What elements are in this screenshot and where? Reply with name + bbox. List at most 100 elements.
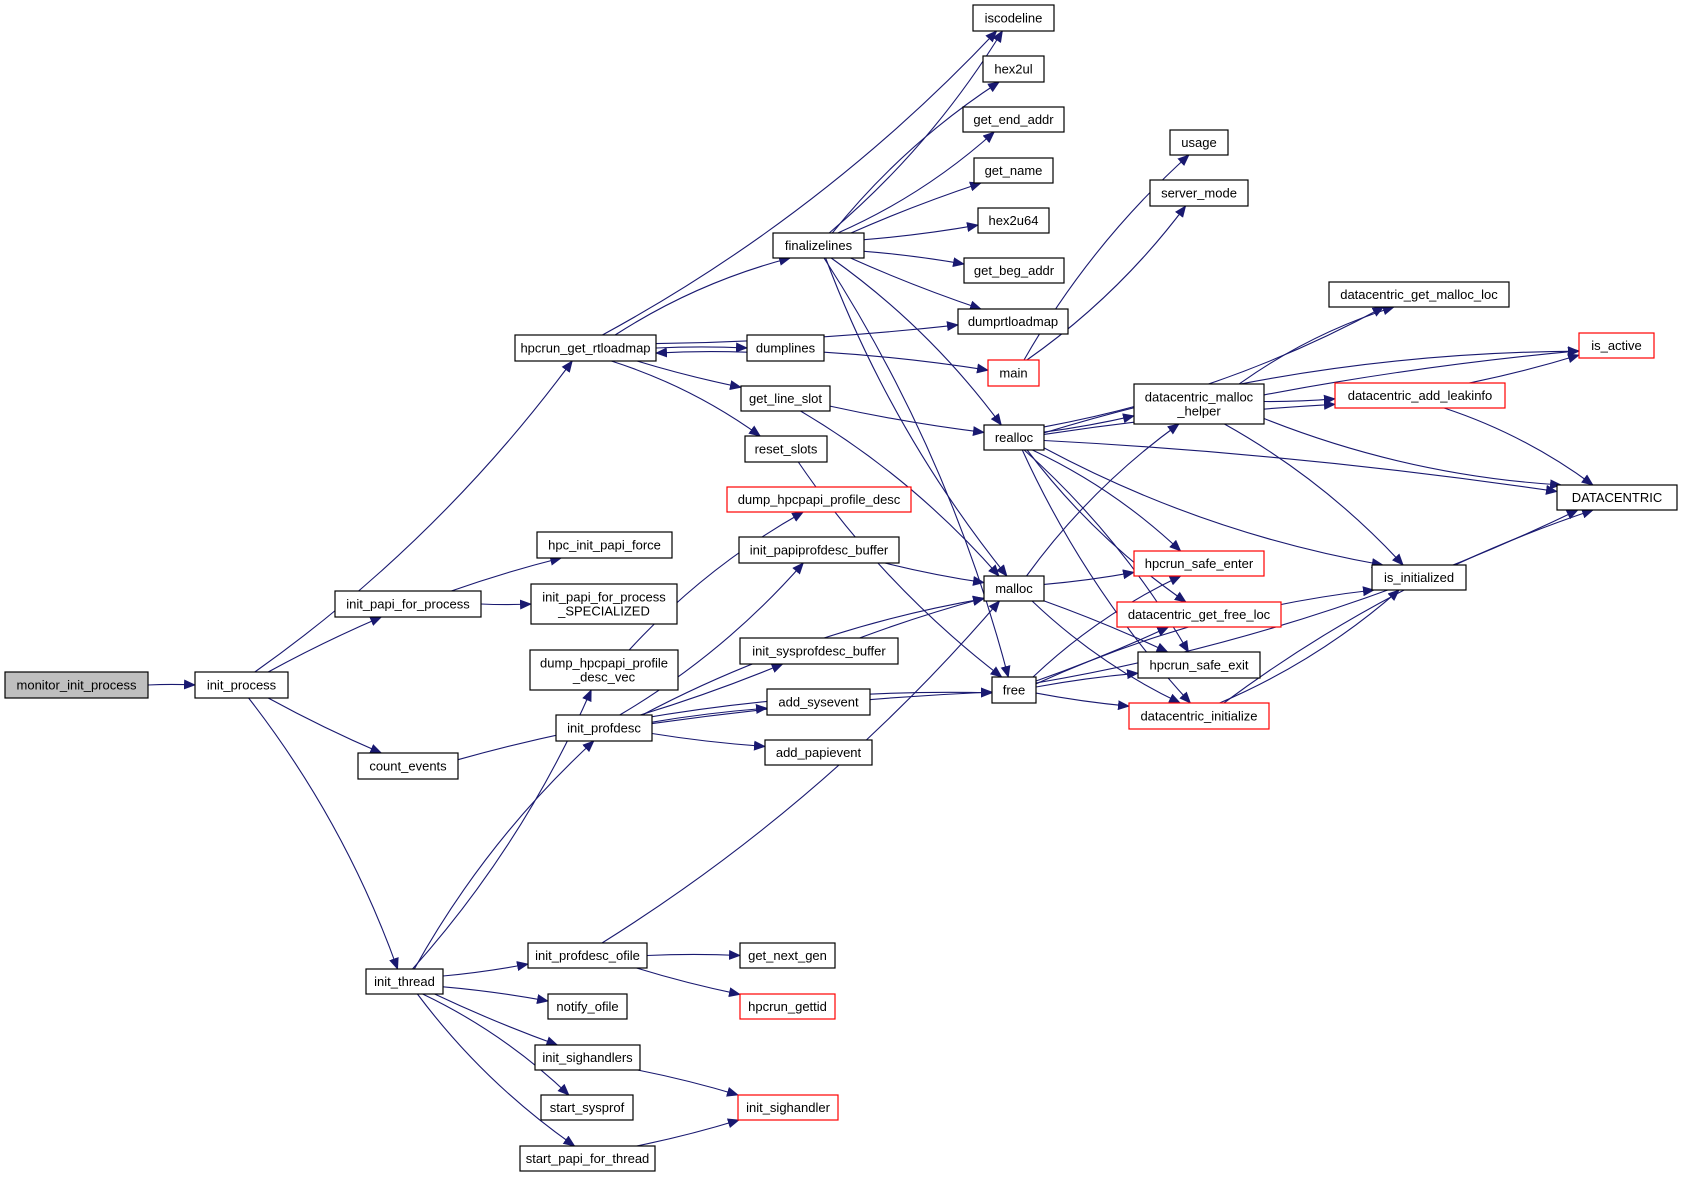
- node-server_mode[interactable]: server_mode: [1149, 179, 1249, 207]
- edge-finalizelines-to-hex2u64: [863, 222, 979, 241]
- node-usage[interactable]: usage: [1169, 129, 1229, 156]
- node-label: add_sysevent: [778, 695, 859, 710]
- node-dumplines[interactable]: dumplines: [746, 334, 825, 362]
- node-init_profdesc[interactable]: init_profdesc: [555, 714, 653, 742]
- node-dump_hpcpapi_profile_desc[interactable]: dump_hpcpapi_profile_desc: [726, 486, 912, 513]
- node-init_sysprofdesc_buffer[interactable]: init_sysprofdesc_buffer: [739, 637, 899, 665]
- node-hpcrun_get_rtloadmap[interactable]: hpcrun_get_rtloadmap: [514, 334, 657, 362]
- call-edge: [1043, 447, 1384, 569]
- edge-datacentric_add_leakinfo-to-DATACENTRIC: [1443, 407, 1594, 486]
- node-main[interactable]: main: [987, 359, 1040, 387]
- call-edge: [829, 405, 985, 437]
- node-finalizelines[interactable]: finalizelines: [772, 232, 865, 259]
- node-dump_hpcpapi_profile_desc_vec[interactable]: dump_hpcpapi_profile_desc_vec: [529, 649, 679, 691]
- edge-realloc-to-datacentric_malloc_helper: [1043, 413, 1135, 433]
- node-init_sighandlers[interactable]: init_sighandlers: [534, 1044, 641, 1071]
- node-get_line_slot[interactable]: get_line_slot: [740, 385, 831, 412]
- node-get_name[interactable]: get_name: [973, 157, 1054, 184]
- node-dumprtloadmap[interactable]: dumprtloadmap: [957, 308, 1069, 335]
- node-label: get_name: [985, 163, 1043, 178]
- edge-realloc-to-DATACENTRIC: [1043, 439, 1558, 495]
- call-edge: [637, 1069, 739, 1097]
- node-box: [983, 575, 1045, 602]
- node-label: main: [999, 366, 1027, 381]
- edge-init_process-to-count_events: [267, 697, 383, 754]
- call-edge: [1043, 306, 1385, 428]
- node-hex2ul[interactable]: hex2ul: [982, 55, 1045, 83]
- node-box: [1334, 382, 1506, 409]
- node-box: [1116, 601, 1282, 628]
- node-label: dumprtloadmap: [968, 314, 1058, 329]
- node-label: DATACENTRIC: [1572, 490, 1663, 505]
- node-is_initialized[interactable]: is_initialized: [1371, 564, 1467, 591]
- node-box: [1133, 383, 1265, 425]
- node-label: monitor_init_process: [17, 678, 137, 693]
- node-init_papi_for_process_SPECIALIZED[interactable]: init_papi_for_process_SPECIALIZED: [530, 583, 678, 625]
- node-box: [540, 1094, 634, 1121]
- node-label: reset_slots: [755, 442, 818, 457]
- node-label: init_profdesc_ofile: [535, 948, 640, 963]
- node-label: is_active: [1591, 338, 1642, 353]
- node-malloc[interactable]: malloc: [983, 575, 1045, 602]
- node-monitor_init_process[interactable]: monitor_init_process: [4, 671, 149, 699]
- node-reset_slots[interactable]: reset_slots: [744, 435, 828, 463]
- node-box: [1328, 281, 1510, 308]
- node-hpcrun_safe_exit[interactable]: hpcrun_safe_exit: [1137, 651, 1261, 679]
- node-get_beg_addr[interactable]: get_beg_addr: [963, 257, 1065, 284]
- node-box: [738, 536, 900, 564]
- edge-realloc-to-is_active: [1043, 346, 1580, 434]
- node-datacentric_add_leakinfo[interactable]: datacentric_add_leakinfo: [1334, 382, 1506, 409]
- edge-init_papi_for_process-to-hpc_init_papi_force: [451, 555, 563, 592]
- node-init_thread[interactable]: init_thread: [365, 968, 444, 995]
- node-datacentric_get_malloc_loc[interactable]: datacentric_get_malloc_loc: [1328, 281, 1510, 308]
- node-box: [529, 649, 679, 691]
- call-edge: [859, 596, 985, 639]
- node-DATACENTRIC[interactable]: DATACENTRIC: [1556, 484, 1678, 511]
- node-hex2u64[interactable]: hex2u64: [977, 207, 1050, 234]
- call-edge: [1224, 423, 1404, 566]
- node-is_active[interactable]: is_active: [1578, 332, 1655, 359]
- node-box: [1371, 564, 1467, 591]
- node-init_papi_for_process[interactable]: init_papi_for_process: [334, 590, 482, 618]
- edge-init_process-to-hpcrun_get_rtloadmap: [254, 360, 573, 673]
- node-get_next_gen[interactable]: get_next_gen: [739, 942, 836, 969]
- node-label: iscodeline: [985, 11, 1043, 26]
- node-box: [1149, 179, 1249, 207]
- node-box: [547, 993, 628, 1020]
- node-label: init_thread: [374, 974, 435, 989]
- node-datacentric_malloc_helper[interactable]: datacentric_malloc_helper: [1133, 383, 1265, 425]
- call-edge: [416, 993, 576, 1147]
- edge-dump_hpcpapi_profile_desc_vec-to-dump_hpcpapi_profile_desc: [628, 511, 805, 651]
- node-label: init_process: [207, 678, 277, 693]
- node-box: [555, 714, 653, 742]
- node-free[interactable]: free: [991, 676, 1037, 704]
- node-datacentric_initialize[interactable]: datacentric_initialize: [1128, 702, 1270, 730]
- node-start_sysprof[interactable]: start_sysprof: [540, 1094, 634, 1121]
- call-edge: [267, 616, 383, 673]
- node-iscodeline[interactable]: iscodeline: [972, 4, 1055, 32]
- call-edge: [1032, 449, 1182, 552]
- edge-finalizelines-to-free: [823, 257, 1011, 678]
- node-label: start_papi_for_thread: [526, 1151, 650, 1166]
- node-hpcrun_gettid[interactable]: hpcrun_gettid: [739, 993, 836, 1020]
- node-add_papievent[interactable]: add_papievent: [764, 739, 873, 766]
- node-init_profdesc_ofile[interactable]: init_profdesc_ofile: [527, 942, 648, 969]
- node-count_events[interactable]: count_events: [357, 752, 459, 780]
- node-label: _desc_vec: [572, 670, 636, 685]
- edge-realloc-to-hpcrun_safe_enter: [1032, 449, 1182, 552]
- edge-init_profdesc-to-init_papiprofdesc_buffer: [619, 562, 804, 716]
- node-start_papi_for_thread[interactable]: start_papi_for_thread: [519, 1145, 656, 1172]
- node-hpc_init_papi_force[interactable]: hpc_init_papi_force: [536, 531, 673, 559]
- node-init_sighandler[interactable]: init_sighandler: [737, 1094, 839, 1121]
- node-label: init_papi_for_process: [346, 597, 470, 612]
- node-get_end_addr[interactable]: get_end_addr: [962, 106, 1065, 133]
- edge-free-to-datacentric_initialize: [1035, 692, 1130, 711]
- node-datacentric_get_free_loc[interactable]: datacentric_get_free_loc: [1116, 601, 1282, 628]
- node-box: [1137, 651, 1261, 679]
- node-init_process[interactable]: init_process: [194, 671, 289, 699]
- node-hpcrun_safe_enter[interactable]: hpcrun_safe_enter: [1133, 550, 1265, 577]
- node-realloc[interactable]: realloc: [983, 424, 1045, 451]
- node-notify_ofile[interactable]: notify_ofile: [547, 993, 628, 1020]
- node-add_sysevent[interactable]: add_sysevent: [766, 688, 871, 716]
- node-init_papiprofdesc_buffer[interactable]: init_papiprofdesc_buffer: [738, 536, 900, 564]
